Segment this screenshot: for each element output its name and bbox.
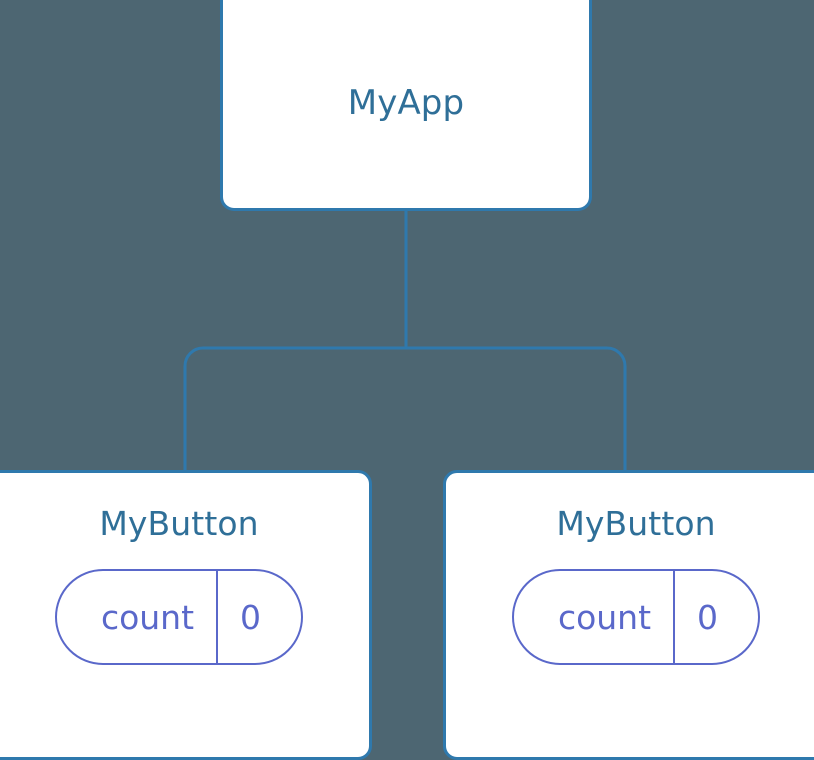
state-pill[interactable]: count 0 xyxy=(511,569,761,665)
state-value[interactable]: 0 xyxy=(216,571,301,663)
component-node-mybutton-2[interactable]: MyButton count 0 xyxy=(443,470,814,760)
edge-layer xyxy=(183,211,627,470)
component-node-title: MyApp xyxy=(347,83,465,123)
edge-to-child-left xyxy=(183,346,406,470)
state-pill[interactable]: count 0 xyxy=(54,569,304,665)
state-key: count xyxy=(100,597,195,637)
component-node-title: MyButton xyxy=(99,504,259,543)
component-node-mybutton-1[interactable]: MyButton count 0 xyxy=(0,470,372,760)
state-key: count xyxy=(557,597,652,637)
edge-to-child-right xyxy=(406,346,627,470)
component-node-myapp[interactable]: MyApp xyxy=(220,0,592,211)
component-node-title: MyButton xyxy=(556,504,716,543)
state-value[interactable]: 0 xyxy=(673,571,758,663)
